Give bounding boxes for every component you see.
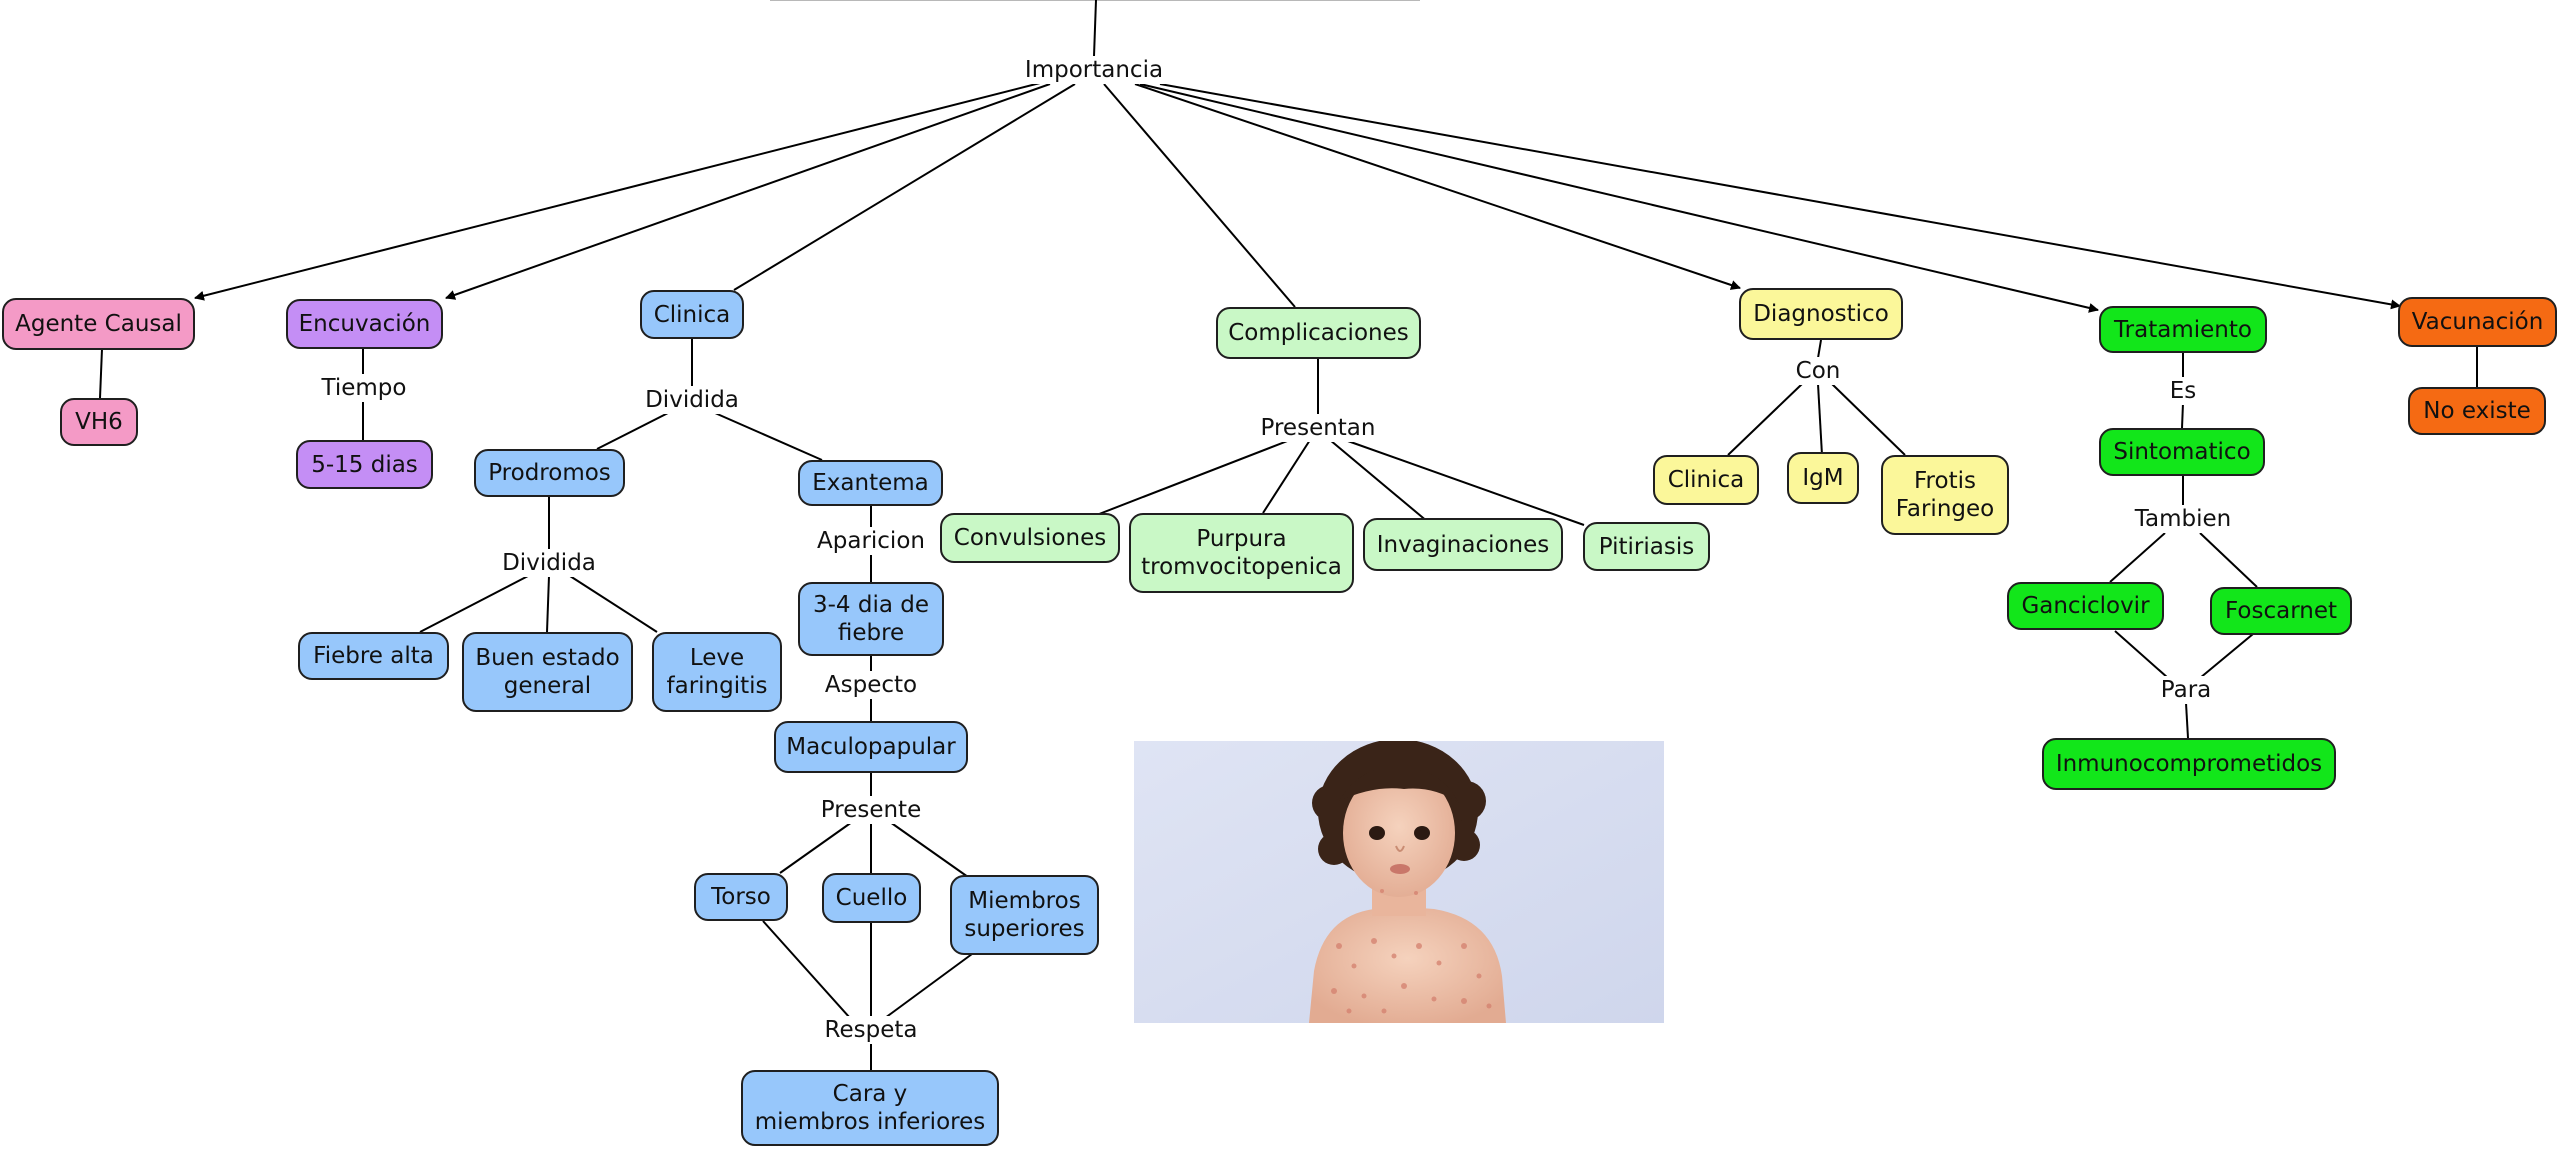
clinica-node[interactable]: Clinica: [640, 290, 744, 339]
encuvacion-node[interactable]: Encuvación: [286, 299, 443, 349]
child-rash-photo: [1134, 741, 1664, 1023]
sintomatico-node[interactable]: Sintomatico: [2099, 428, 2265, 476]
inmunocomprometidos-node[interactable]: Inmunocomprometidos: [2042, 738, 2336, 790]
dividida-label-1: Dividida: [642, 386, 742, 414]
leve-faringitis-node[interactable]: Leve faringitis: [652, 632, 782, 712]
respeta-label: Respeta: [821, 1016, 921, 1044]
es-label: Es: [2166, 377, 2200, 405]
complicaciones-node[interactable]: Complicaciones: [1216, 307, 1421, 359]
buen-estado-node[interactable]: Buen estado general: [462, 632, 633, 712]
arrow-to-encuvacion: [445, 83, 1051, 300]
pitiriasis-node[interactable]: Pitiriasis: [1583, 522, 1710, 571]
presentan-label: Presentan: [1257, 414, 1379, 442]
tratamiento-node[interactable]: Tratamiento: [2099, 306, 2267, 353]
para-label: Para: [2157, 676, 2215, 704]
dias-node[interactable]: 5-15 dias: [296, 440, 433, 489]
tiempo-label: Tiempo: [318, 374, 410, 402]
torso-node[interactable]: Torso: [694, 873, 788, 921]
con-label: Con: [1792, 357, 1844, 385]
arrow-to-agente: [194, 82, 1041, 301]
purpura-node[interactable]: Purpura tromvocitopenica: [1129, 513, 1354, 593]
igm-node[interactable]: IgM: [1787, 452, 1859, 504]
aspecto-label: Aspecto: [821, 671, 921, 699]
aparicion-label: Aparicion: [814, 527, 928, 555]
vacunacion-node[interactable]: Vacunación: [2398, 297, 2557, 347]
presente-label: Presente: [817, 796, 925, 824]
fiebre-alta-node[interactable]: Fiebre alta: [298, 632, 449, 680]
vh6-node[interactable]: VH6: [60, 398, 138, 446]
miembros-superiores-node[interactable]: Miembros superiores: [950, 875, 1099, 955]
invaginaciones-node[interactable]: Invaginaciones: [1363, 518, 1563, 571]
cara-miembros-node[interactable]: Cara y miembros inferiores: [741, 1070, 999, 1146]
agente-causal-node[interactable]: Agente Causal: [2, 298, 195, 350]
frotis-node[interactable]: Frotis Faringeo: [1881, 455, 2009, 535]
maculopapular-node[interactable]: Maculopapular: [774, 721, 968, 773]
root-label: Importancia: [1021, 56, 1167, 84]
cuello-node[interactable]: Cuello: [822, 873, 921, 923]
arrow-to-vacunacion: [1159, 83, 2401, 310]
convulsiones-node[interactable]: Convulsiones: [940, 513, 1120, 563]
diagnostico-node[interactable]: Diagnostico: [1739, 288, 1903, 340]
arrow-to-tratamiento: [1139, 83, 2099, 313]
foscarnet-node[interactable]: Foscarnet: [2210, 587, 2352, 635]
dx-clinica-node[interactable]: Clinica: [1653, 455, 1759, 505]
arrow-to-diagnostico: [1134, 83, 1741, 290]
no-existe-node[interactable]: No existe: [2408, 387, 2546, 435]
ganciclovir-node[interactable]: Ganciclovir: [2007, 582, 2164, 630]
dividida-label-2: Dividida: [499, 549, 599, 577]
prodromos-node[interactable]: Prodromos: [474, 449, 625, 497]
tambien-label: Tambien: [2131, 505, 2235, 533]
tres-dias-node[interactable]: 3-4 dia de fiebre: [798, 582, 944, 656]
exantema-node[interactable]: Exantema: [798, 460, 943, 506]
